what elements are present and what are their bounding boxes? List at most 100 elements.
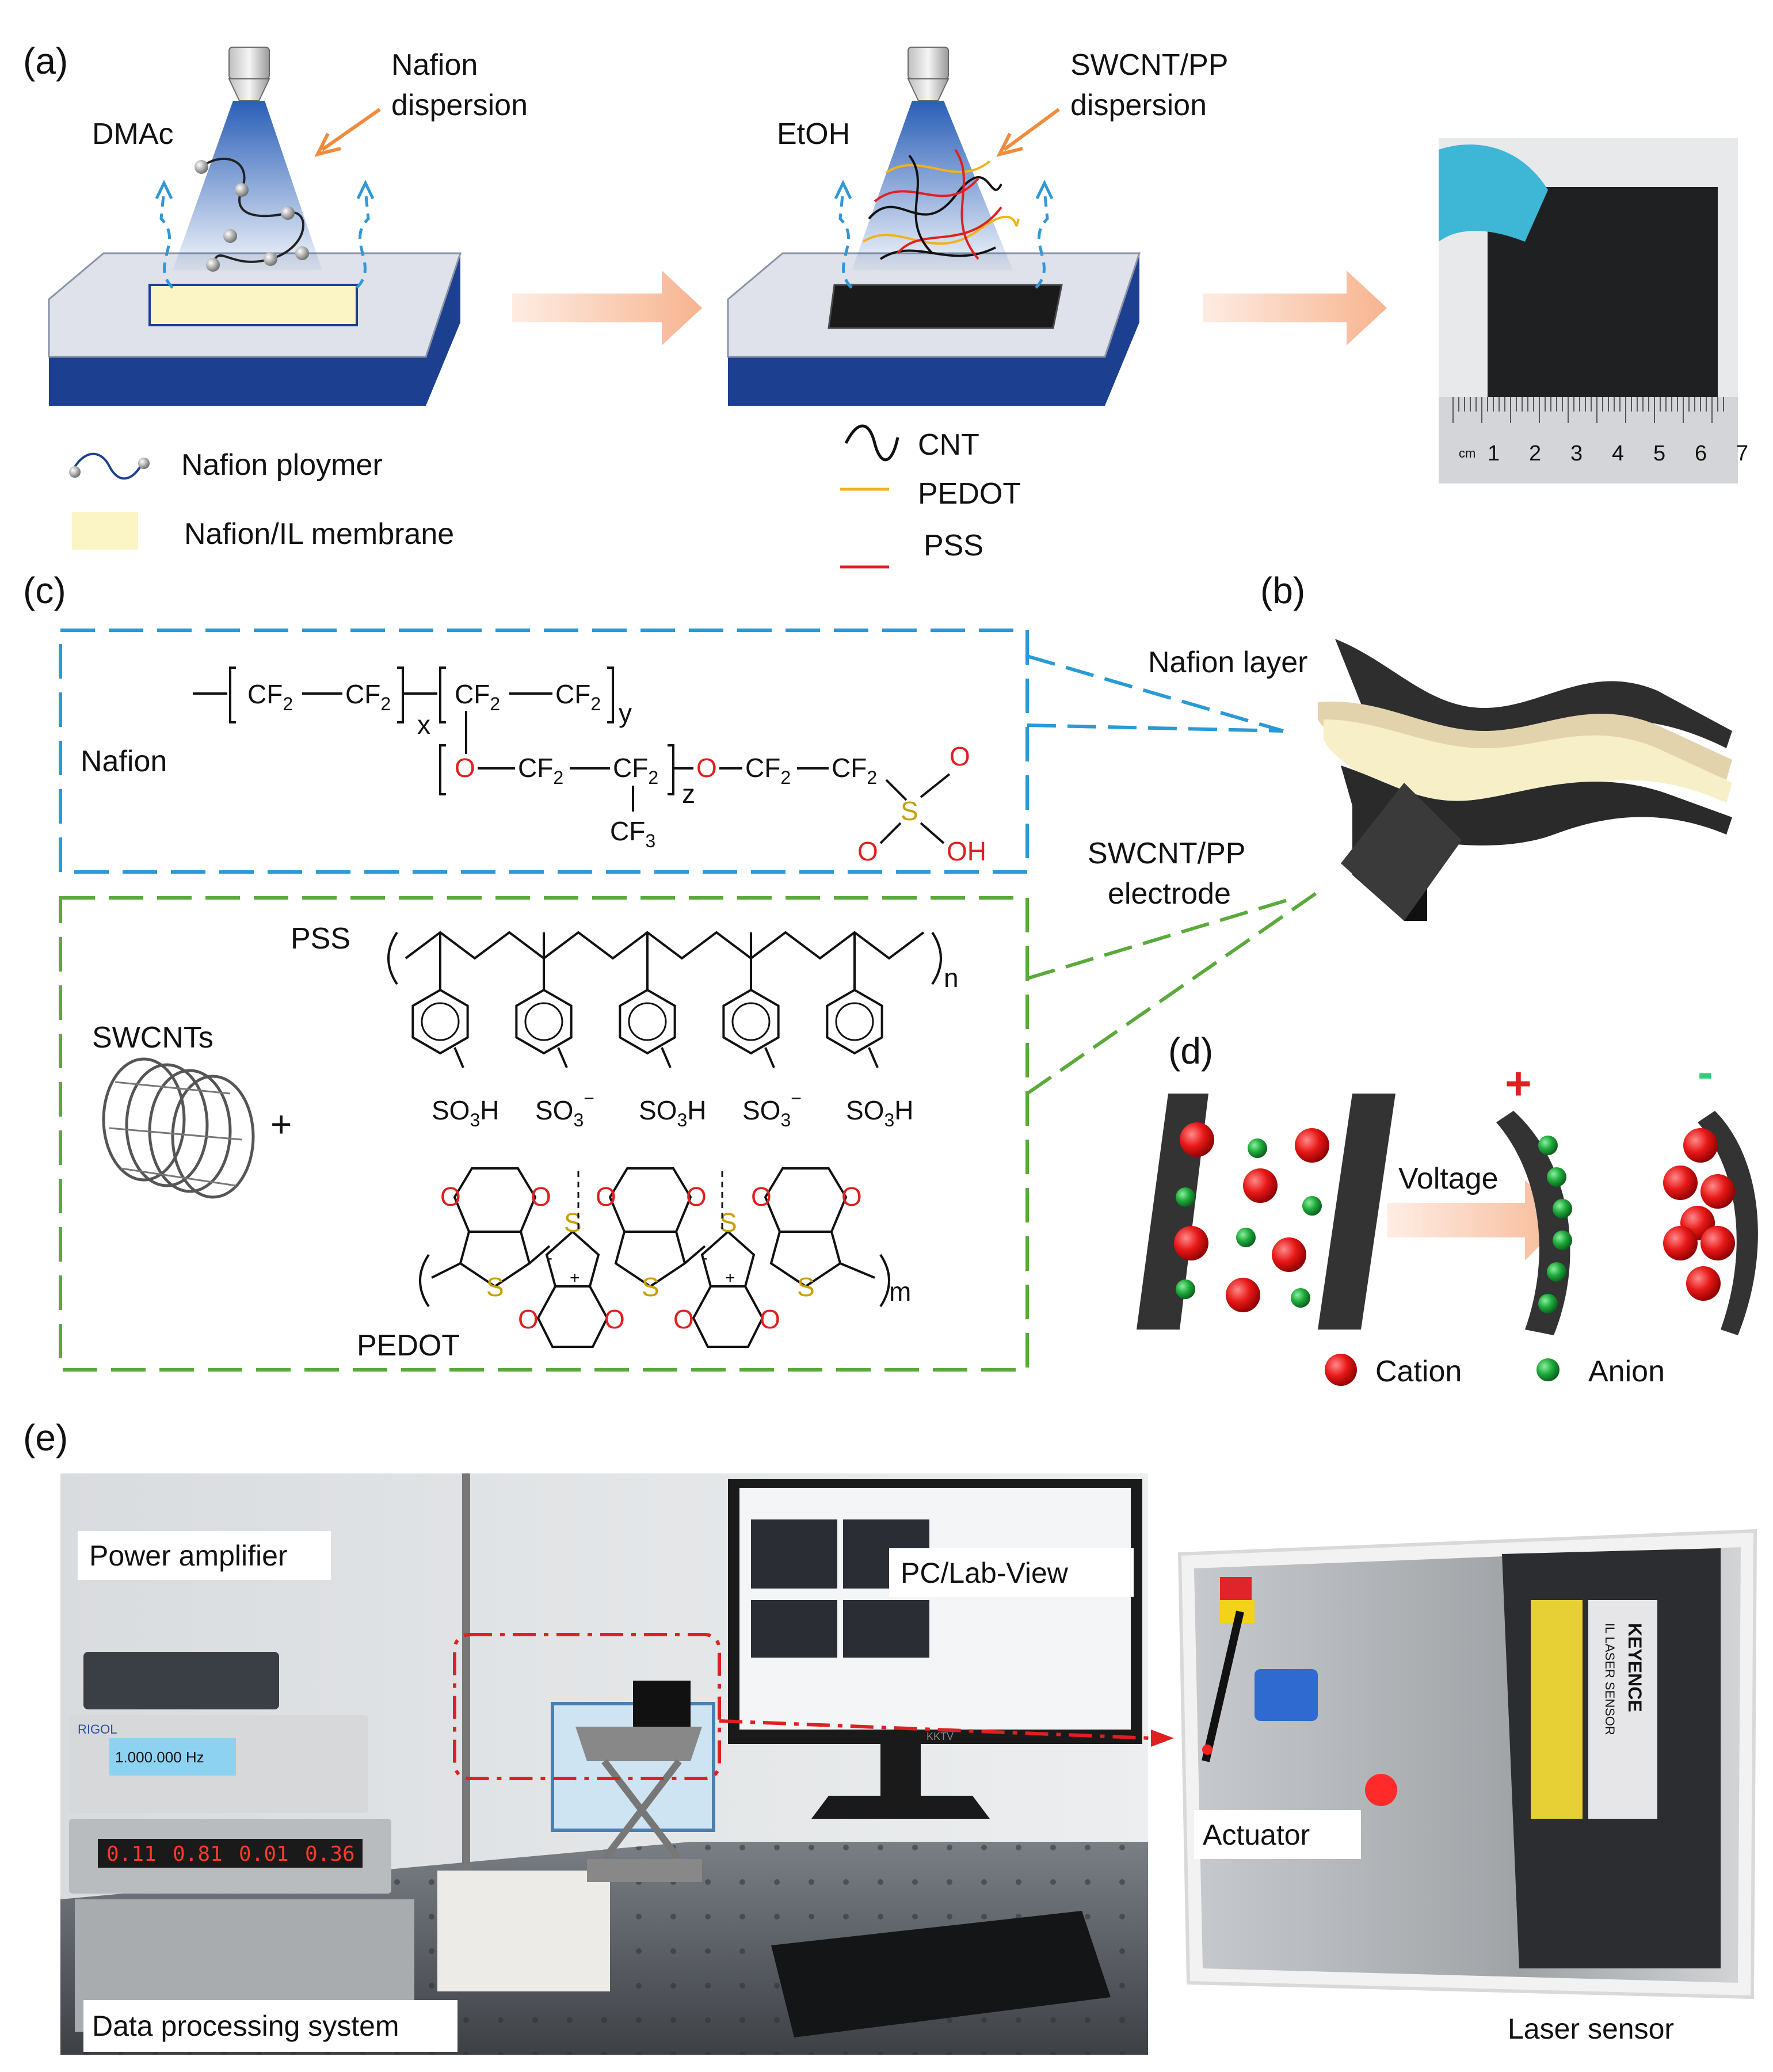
cf2-group: CF2 bbox=[832, 753, 877, 788]
legend-cation-icon bbox=[1325, 1354, 1357, 1386]
sulfonate-group: SO3− bbox=[742, 1088, 802, 1130]
polymer-bead bbox=[223, 229, 237, 243]
cation bbox=[1686, 1266, 1721, 1301]
power-amplifier-device bbox=[83, 1652, 279, 1709]
panel-a-legend: Nafion ploymer Nafion/IL membrane CNT PE… bbox=[69, 424, 1021, 569]
nafion-layer-label: Nafion layer bbox=[1148, 646, 1307, 679]
hydroxyl-group: OH bbox=[947, 836, 986, 866]
glove bbox=[1439, 144, 1548, 242]
pss-label: PSS bbox=[291, 922, 350, 955]
oxygen-atom: O bbox=[857, 836, 878, 866]
panel-label-e: (e) bbox=[23, 1417, 68, 1458]
voltage-arrow bbox=[1387, 1180, 1565, 1260]
bent-electrode-negative bbox=[1698, 1111, 1758, 1335]
charged-thiophene-ring bbox=[700, 1230, 756, 1288]
generator-brand: RIGOL bbox=[78, 1722, 117, 1736]
ruler-number: 1 bbox=[1488, 441, 1500, 466]
cation bbox=[1295, 1128, 1329, 1163]
pedot-bond bbox=[684, 1245, 706, 1264]
pss-fiber bbox=[897, 206, 1002, 254]
evaporation-arrow-left-1 bbox=[159, 189, 174, 289]
anion bbox=[1302, 1196, 1322, 1216]
polymer-bead bbox=[264, 252, 277, 266]
subscript-x: x bbox=[417, 710, 430, 740]
oxygen-atom: O bbox=[760, 1304, 780, 1334]
evaporation-arrow-right-2 bbox=[1035, 189, 1049, 289]
cation bbox=[1700, 1174, 1735, 1209]
highlight-connector bbox=[719, 1719, 1152, 1740]
polymer-bead bbox=[206, 258, 220, 272]
generator-display-text: 1.000.000 Hz bbox=[115, 1749, 204, 1766]
jack-platform bbox=[575, 1727, 702, 1761]
plus-sign: + bbox=[270, 1103, 292, 1145]
sensor-on-stage bbox=[633, 1681, 691, 1727]
legend-membrane: Nafion/IL membrane bbox=[184, 517, 454, 551]
cation bbox=[1243, 1168, 1278, 1203]
legend-cation: Cation bbox=[1375, 1355, 1462, 1388]
dioxane-ring bbox=[536, 1286, 609, 1348]
ruler-unit: cm bbox=[1459, 446, 1475, 460]
subscript-n: n bbox=[944, 963, 959, 993]
electrode-tab bbox=[1341, 783, 1462, 921]
legend-cnt: CNT bbox=[918, 428, 979, 462]
ruler-number: 2 bbox=[1529, 441, 1541, 466]
cf2-group: CF2 bbox=[745, 753, 791, 788]
minus-terminal: - bbox=[1698, 1046, 1713, 1098]
generator-display bbox=[109, 1738, 236, 1776]
cation bbox=[1174, 1226, 1208, 1260]
anion bbox=[1248, 1138, 1267, 1158]
oxygen-atom: O bbox=[455, 753, 475, 783]
swcnt-illustration bbox=[102, 1057, 255, 1199]
pointer-arrow-1 bbox=[321, 108, 381, 151]
oxygen-atom: O bbox=[604, 1304, 625, 1334]
connector-blue bbox=[1255, 1669, 1318, 1721]
labview-graph bbox=[751, 1519, 837, 1589]
actuator-label: Actuator bbox=[1203, 1819, 1310, 1851]
highlight-region bbox=[453, 1633, 721, 1780]
panel-label-c: (c) bbox=[23, 570, 66, 611]
positive-charge: + bbox=[725, 1269, 735, 1288]
ruler-number: 5 bbox=[1653, 441, 1665, 466]
connector-electrode-top bbox=[1027, 896, 1295, 980]
process-arrow-2 bbox=[1203, 271, 1387, 345]
spray-station-2: EtOH SWCNT/PP dispersion bbox=[727, 47, 1228, 406]
cation bbox=[1272, 1237, 1306, 1272]
voltage-label: Voltage bbox=[1398, 1162, 1499, 1195]
electrode-plate-right bbox=[1318, 1094, 1395, 1330]
anion bbox=[1547, 1262, 1566, 1282]
dispersion-label-2b: dispersion bbox=[1070, 89, 1207, 122]
solvent-label-dmac: DMAc bbox=[92, 117, 174, 151]
oxygen-atom: O bbox=[841, 1182, 862, 1212]
polymer-bead bbox=[235, 183, 249, 197]
legend-pss: PSS bbox=[924, 529, 983, 562]
polymer-bead bbox=[281, 206, 295, 220]
sulfur-atom: S bbox=[797, 1272, 815, 1302]
evaporation-arrowhead bbox=[356, 180, 375, 200]
pss-fiber bbox=[954, 148, 979, 260]
thiophene-ring bbox=[769, 1231, 842, 1288]
sulfur-atom: S bbox=[642, 1272, 659, 1302]
bottom-electrode-layer bbox=[1341, 765, 1732, 921]
stand-base bbox=[437, 1871, 610, 1991]
cf2-group: CF2 bbox=[613, 753, 658, 788]
ions-charged bbox=[1538, 1128, 1735, 1313]
legend-bead bbox=[69, 466, 81, 478]
pedot-bond bbox=[528, 1245, 551, 1264]
actuator-illustration bbox=[1318, 639, 1732, 921]
monitor-brand: KKTV bbox=[926, 1731, 954, 1742]
sulfonate-group: SO3H bbox=[432, 1095, 500, 1130]
oxygen-atom: O bbox=[440, 1182, 461, 1212]
pc-labview-label-bg bbox=[889, 1548, 1134, 1597]
ruler-ticks bbox=[1452, 397, 1724, 423]
anion bbox=[1176, 1187, 1195, 1207]
power-amplifier-label: Power amplifier bbox=[89, 1540, 288, 1572]
polymer-bead bbox=[295, 246, 309, 260]
dioxane-ring bbox=[692, 1286, 764, 1348]
ruler-number: 7 bbox=[1736, 441, 1748, 466]
cation bbox=[1180, 1122, 1214, 1157]
pss-bond bbox=[453, 1047, 464, 1068]
cation bbox=[1226, 1278, 1260, 1312]
